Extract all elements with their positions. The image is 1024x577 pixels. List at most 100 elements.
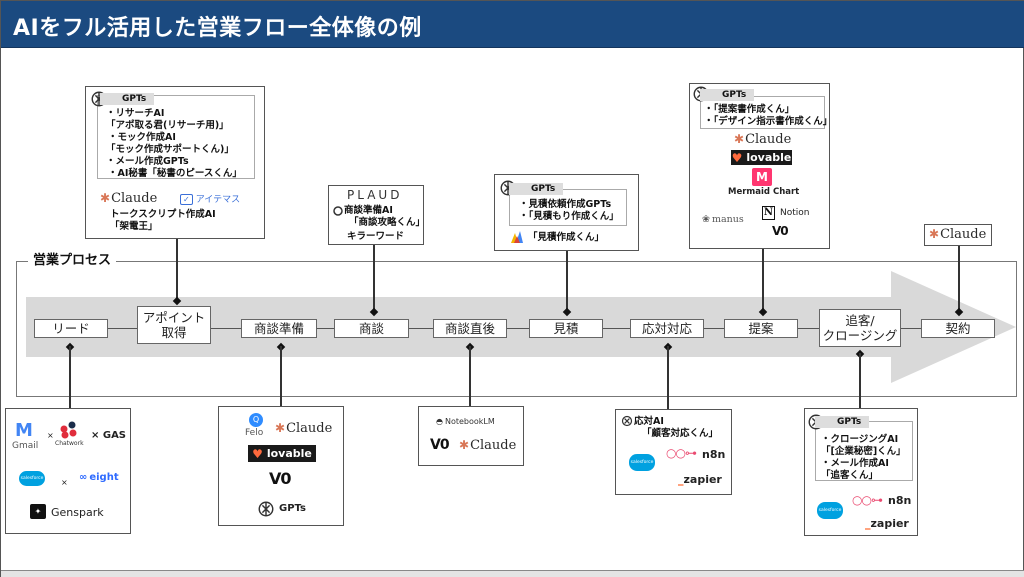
title-bar: AIをフル活用した営業フロー全体像の例	[1, 1, 1024, 48]
step-meeting[interactable]: 商談	[334, 319, 409, 338]
gpt-item: ・見積依頼作成GPTs	[519, 199, 612, 210]
link-line	[859, 353, 861, 408]
n8n-text: n8n	[702, 448, 726, 461]
connector	[603, 328, 630, 329]
gmail-icon: M	[15, 420, 33, 441]
gpt-item: ・AI秘書「秘書のピースくん」	[108, 168, 242, 179]
mermaid-icon: M	[752, 168, 772, 186]
step-response[interactable]: 応対対応	[630, 319, 704, 338]
step-closing[interactable]: 追客/ クロージング	[819, 309, 901, 347]
link-line	[762, 249, 764, 311]
gpts-tag: GPTs	[509, 183, 564, 195]
link-line	[566, 251, 568, 311]
gmail-text: Gmail	[12, 441, 39, 451]
claude-star-icon: ✱	[275, 421, 286, 435]
gpts-text: GPTs	[279, 503, 306, 514]
process-label: 営業プロセス	[28, 249, 117, 268]
step-label: 契約	[945, 321, 971, 336]
claude-text: Claude	[111, 191, 158, 206]
chatwork-text: Chatwork	[55, 440, 84, 447]
claude-text: Claude	[470, 438, 517, 453]
lovable-heart-icon: ♥	[731, 150, 743, 165]
salesforce-logo: salesforce	[817, 502, 843, 519]
connector	[211, 328, 241, 329]
claude-logo: ✱Claude	[275, 421, 332, 436]
claude-star-icon: ✱	[100, 191, 111, 205]
tool-desc: キラーワード	[347, 231, 405, 242]
openai-icon	[333, 206, 343, 216]
step-label: 追客/ クロージング	[822, 313, 898, 343]
tools-closing: GPTs ・クロージングAI 「[企業秘密]くん」 ・メール作成AI 「追客くん…	[804, 408, 918, 536]
gpt-item: 「アポ取る君(リサーチ用)」	[106, 120, 229, 131]
gpt-item: ・クロージングAI	[821, 434, 899, 445]
gpt-item: ・リサーチAI	[106, 108, 165, 119]
genspark-icon: ✦	[30, 504, 46, 519]
felo-icon: Q	[249, 413, 263, 427]
step-contract[interactable]: 契約	[921, 319, 995, 338]
tools-estimate: GPTs ・見積依頼作成GPTs ・「見積もり作成くん」 「見積作成くん」	[494, 174, 639, 251]
step-label: 商談準備	[253, 321, 304, 336]
claude-star-icon: ✱	[734, 132, 745, 146]
tool-desc: 応対AI	[634, 416, 664, 427]
openai-icon	[621, 415, 633, 427]
link-line	[667, 346, 669, 409]
n8n-icon: ○○⊶	[852, 493, 883, 507]
aitemasu-text: アイテマス	[195, 195, 241, 205]
link-line	[958, 246, 960, 311]
felo-text: Felo	[245, 428, 264, 438]
step-prep[interactable]: 商談準備	[241, 319, 317, 338]
tool-desc: 「見積作成くん」	[528, 232, 605, 243]
link-line	[176, 239, 178, 301]
gpt-item: ・メール作成GPTs	[106, 156, 189, 167]
times-sign: ×	[47, 431, 54, 440]
salesforce-logo: salesforce	[629, 454, 655, 471]
notion-text: Notion	[780, 208, 810, 218]
connector	[409, 328, 433, 329]
gpts-panel	[97, 95, 255, 179]
connector	[901, 328, 921, 329]
tools-proposal: GPTs ・「提案書作成くん」 ・「デザイン指示書作成くん」 ✱Claude ♥…	[689, 83, 833, 249]
eight-text: eight	[89, 472, 119, 483]
claude-text: Claude	[940, 227, 987, 242]
gpt-item: ・メール作成AI	[821, 458, 889, 469]
step-lead[interactable]: リード	[34, 319, 108, 338]
n8n-text: n8n	[888, 494, 912, 507]
tools-lead: M Gmail × Chatwork × GAS salesforce × ∞e…	[5, 408, 131, 534]
salesforce-logo: salesforce	[19, 471, 45, 486]
plaud-logo: PLAUD	[347, 188, 403, 202]
chatwork-icon	[60, 421, 77, 439]
zapier-text: _zapier	[865, 517, 909, 530]
notebooklm-logo: ◓NotebookLM	[436, 417, 495, 426]
lovable-text: lovable	[266, 447, 312, 460]
lovable-text: lovable	[746, 151, 792, 164]
gpt-item: 「モック作成サポートくん)」	[106, 144, 234, 155]
connector	[704, 328, 724, 329]
gpt-item: 「[企業秘密]くん」	[821, 446, 906, 457]
tools-prep: Q Felo ✱Claude ♥lovable V0 GPTs	[218, 406, 344, 526]
tool-desc: 「商談攻略くん」	[349, 217, 426, 228]
mermaid-chart-text: Mermaid Chart	[728, 187, 800, 197]
notebooklm-icon: ◓	[436, 417, 443, 426]
tool-desc: トークスクリプト作成AI	[110, 209, 216, 220]
genspark-text: Genspark	[51, 506, 104, 519]
gpt-item: ・「提案書作成くん」	[704, 104, 795, 115]
n8n-icon: ○○⊶	[666, 446, 697, 460]
zapier-logo: _zapier	[678, 473, 722, 486]
link-line	[469, 346, 471, 406]
lovable-logo: ♥lovable	[248, 445, 316, 462]
step-label: 商談	[358, 321, 384, 336]
claude-logo: ✱Claude	[100, 191, 157, 206]
step-estimate[interactable]: 見積	[529, 319, 603, 338]
tools-appointment: GPTs ・リサーチAI 「アポ取る君(リサーチ用)」 ・モック作成AI 「モッ…	[85, 86, 265, 239]
step-appointment[interactable]: アポイント 取得	[137, 306, 211, 344]
claude-text: Claude	[745, 132, 792, 147]
tool-desc: 「顧客対応くん」	[642, 428, 719, 439]
flow-arrow	[26, 271, 1016, 383]
gpts-tag: GPTs	[815, 416, 870, 428]
gpt-item: ・「デザイン指示書作成くん」	[704, 116, 833, 127]
step-post-meeting[interactable]: 商談直後	[433, 319, 507, 338]
aitemasu-logo: ✓アイテマス	[180, 192, 240, 205]
notebooklm-text: NotebookLM	[444, 417, 495, 426]
step-label: アポイント 取得	[142, 310, 206, 340]
step-proposal[interactable]: 提案	[724, 319, 798, 338]
